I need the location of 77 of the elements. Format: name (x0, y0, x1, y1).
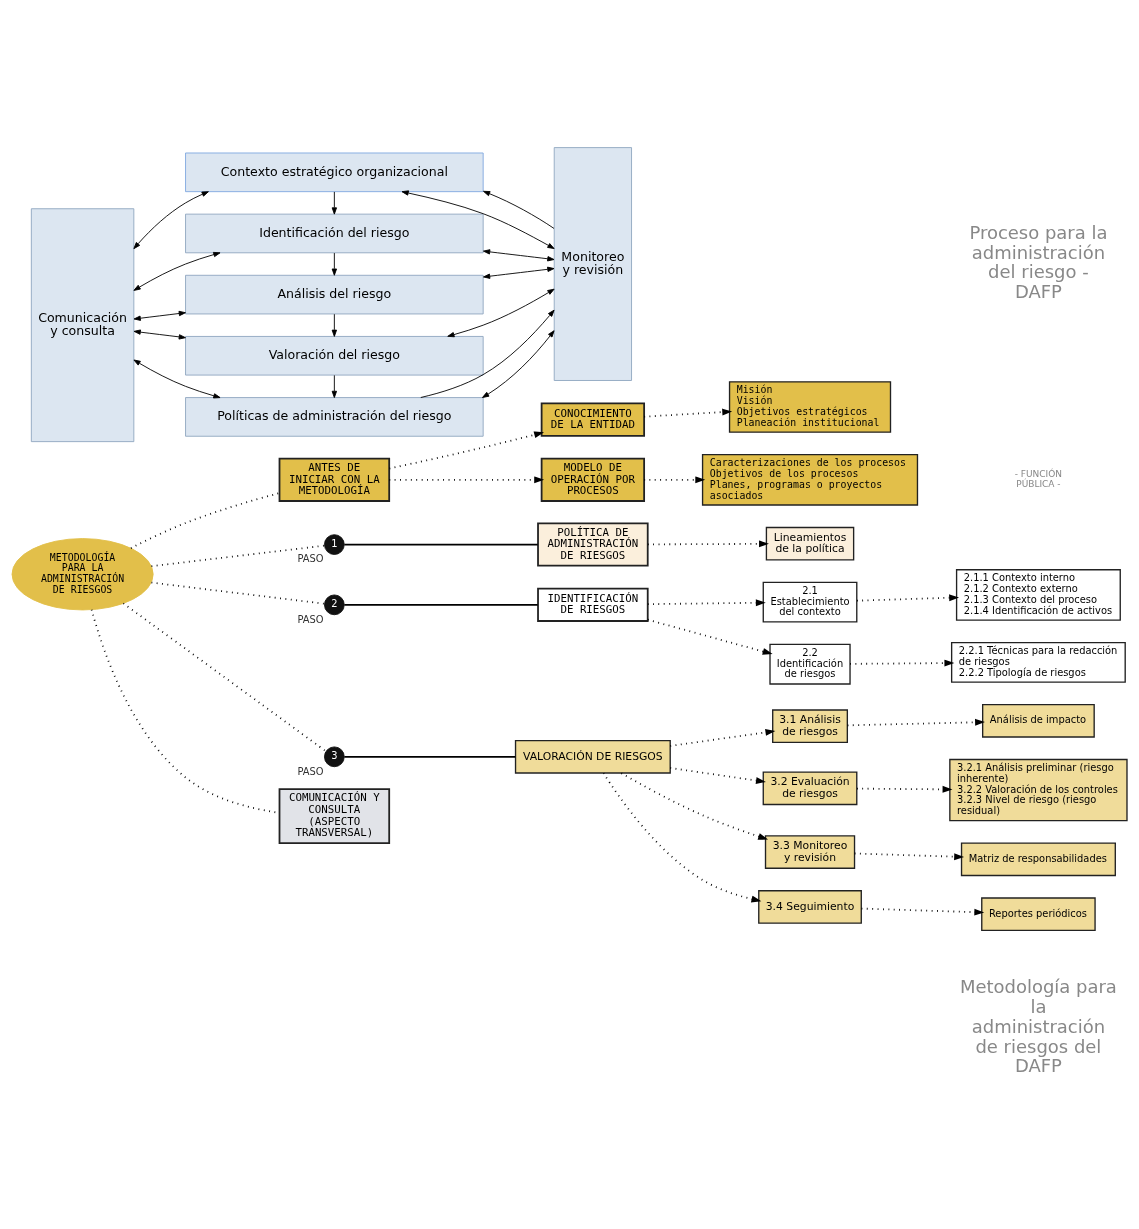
node-box: IDENTIFICACIÓN DE RIESGOS (537, 587, 649, 622)
arrow (856, 594, 960, 602)
arrow (482, 330, 555, 398)
node-box: 3.2 Evaluación de riesgos (762, 771, 858, 806)
node-box: 3.2.1 Análisis preliminar (riesgo inherente) 3.2.2 Valoración de los controles 3.2.3 Nivel de riesgo (riesgo residual) (949, 758, 1128, 822)
arrow (643, 476, 706, 484)
node-box: MODELO DE OPERACIÓN POR PROCESOS (540, 457, 645, 502)
arrow (331, 191, 337, 215)
node-box: POLÍTICA DE ADMINISTRACIÓN DE RIESGOS (537, 522, 649, 567)
node-box: Monitoreo y revisión (553, 147, 632, 381)
arrow (669, 729, 776, 747)
label: Proceso para la administración del riesgo - DAFP (969, 221, 1108, 303)
node-box: Valoración del riesgo (185, 336, 484, 376)
arrow (643, 408, 733, 418)
arrow (646, 540, 769, 548)
connector (343, 543, 539, 546)
arrow (646, 618, 773, 655)
connector (343, 603, 539, 606)
arrow (420, 309, 555, 398)
node-box: Análisis del riesgo (185, 274, 484, 315)
arrow (849, 659, 955, 667)
node-box: 2.2 Identificación de riesgos (769, 643, 851, 685)
node-box: COMUNICACIÓN Y CONSULTA (ASPECTO TRANSVERSAL) (278, 788, 391, 844)
arrow (483, 190, 555, 229)
node-box: Caracterizaciones de los procesos Objetivos de los procesos Planes, programas o proyectos asociados (701, 454, 919, 506)
node-box: Análisis de impacto (982, 703, 1095, 738)
arrow (331, 252, 337, 276)
arrow (133, 359, 221, 399)
arrow (856, 785, 953, 793)
node-box: 3.1 Análisis de riesgos (772, 709, 848, 744)
arrow (602, 772, 762, 903)
arrow (483, 266, 555, 279)
connector (122, 602, 327, 753)
arrow (133, 191, 209, 250)
arrow (401, 190, 555, 249)
connector (343, 755, 517, 758)
node-box: Misión Visión Objetivos estratégicos Planeación institucional (728, 381, 892, 433)
arrow (331, 374, 337, 398)
arrow (388, 431, 545, 470)
node-box: Reportes periódicos (981, 897, 1096, 931)
connector (150, 544, 326, 568)
node-box: 3.3 Monitoreo y revisión (764, 835, 856, 869)
node-box: 2.2.1 Técnicas para la redacción de riesgos 2.2.2 Tipología de riesgos (950, 641, 1126, 683)
node-box: CONOCIMIENTO DE LA ENTIDAD (540, 402, 645, 437)
node-circle: 2 (324, 594, 345, 616)
arrow (620, 772, 769, 840)
node-circle: 1 (324, 534, 345, 555)
arrow (133, 310, 186, 321)
node-box: 2.1 Establecimiento del contexto (762, 581, 858, 623)
arrow (133, 329, 186, 340)
arrow (669, 767, 766, 784)
node-label: PASO (297, 765, 324, 777)
node-box: Políticas de administración del riesgo (185, 397, 484, 437)
node-label: PASO (297, 613, 324, 625)
arrow (133, 251, 221, 291)
connector (130, 492, 281, 550)
arrow (331, 313, 337, 337)
node-box: VALORACIÓN DE RIESGOS (514, 739, 671, 774)
node-box: ANTES DE INICIAR CON LA METODOLOGÍA (278, 457, 391, 502)
node-circle: 3 (324, 746, 345, 768)
node-box: Contexto estratégico organizacional (185, 152, 484, 193)
arrow (860, 907, 985, 916)
node-label: PASO (297, 553, 324, 565)
node-box: Identificación del riesgo (185, 213, 484, 254)
node-box: 2.1.1 Contexto interno 2.1.2 Contexto externo 2.1.3 Contexto del proceso 2.1.4 Identificación de activos (955, 569, 1121, 621)
node-box: Lineamientos de la política (765, 526, 855, 561)
connector (150, 581, 326, 605)
node-ellipse: METODOLOGÍA PARA LA ADMINISTRACIÓN DE RIESGOS (11, 538, 154, 611)
node-box: 3.4 Seguimiento (758, 890, 862, 924)
arrow (483, 249, 555, 262)
node-box: Matriz de responsabilidades (960, 842, 1116, 877)
arrow (646, 599, 766, 607)
node-box: Comunicación y consulta (30, 208, 135, 443)
arrow (388, 476, 545, 484)
label: - FUNCIÓN PÚBLICA - (1014, 469, 1063, 490)
label: Metodología para la administración de riesgos del DAFP (959, 976, 1117, 1077)
arrow (447, 288, 555, 338)
